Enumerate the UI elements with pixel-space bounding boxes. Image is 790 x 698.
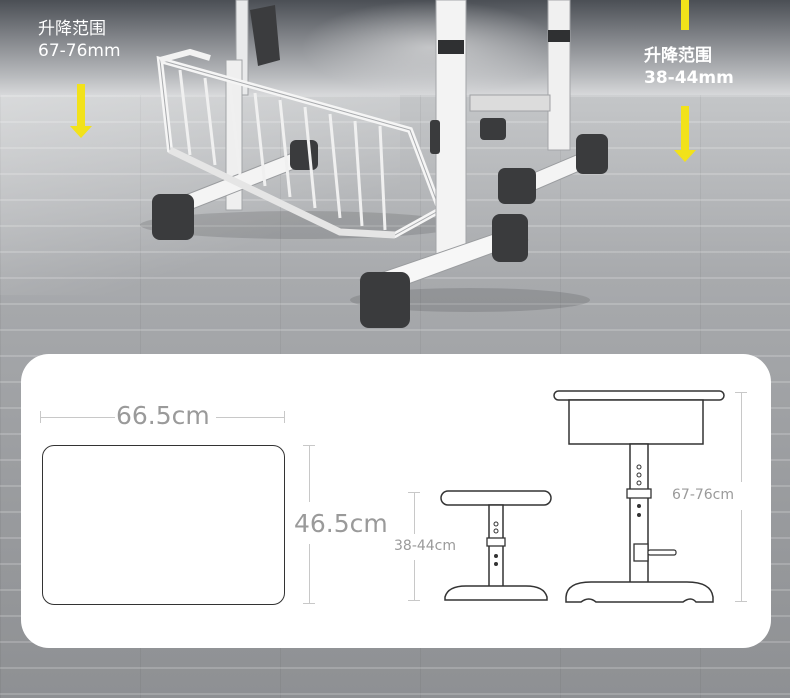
depth-line-bottom: [309, 544, 310, 604]
stool-height-tick-bottom: [408, 600, 420, 601]
stool-side-view: [440, 490, 552, 601]
width-tick-left: [40, 411, 41, 423]
left-range-value: 67-76mm: [38, 41, 121, 61]
stool-height-tick-top: [408, 492, 420, 493]
right-range-value: 38-44mm: [644, 68, 734, 88]
depth-line-top: [309, 445, 310, 502]
left-down-arrow-icon: [70, 84, 92, 138]
width-tick-right: [284, 411, 285, 423]
desk-height-tick-top: [735, 392, 747, 393]
width-line-left: [40, 417, 115, 418]
desk-height-label: 67-76cm: [672, 487, 735, 503]
wall-light: [300, 0, 560, 95]
width-line-right: [216, 417, 284, 418]
left-range-label: 升降范围 67-76mm: [38, 18, 121, 62]
stool-height-label: 38-44cm: [394, 538, 457, 554]
desk-frame-illustration: [140, 0, 608, 328]
desktop-depth-label: 46.5cm: [294, 509, 388, 538]
right-range-label: 升降范围 38-44mm: [644, 45, 734, 89]
left-range-title: 升降范围: [38, 19, 106, 39]
desk-height-line-top: [741, 392, 742, 482]
desktop-top-view: [42, 445, 285, 605]
desk-height-tick-bottom: [735, 601, 747, 602]
right-down-arrow-icon: [674, 106, 696, 162]
right-range-title: 升降范围: [644, 46, 712, 66]
right-top-arrow-icon: [674, 0, 696, 30]
desk-side-view: [553, 390, 725, 603]
depth-tick-top: [303, 445, 315, 446]
desk-height-line-bottom: [741, 510, 742, 601]
depth-tick-bottom: [303, 603, 315, 604]
desktop-width-label: 66.5cm: [116, 401, 210, 430]
stool-height-line-top: [414, 492, 415, 534]
stool-height-line-bottom: [414, 560, 415, 600]
dimension-card: 66.5cm 46.5cm 38-44cm: [21, 354, 771, 648]
